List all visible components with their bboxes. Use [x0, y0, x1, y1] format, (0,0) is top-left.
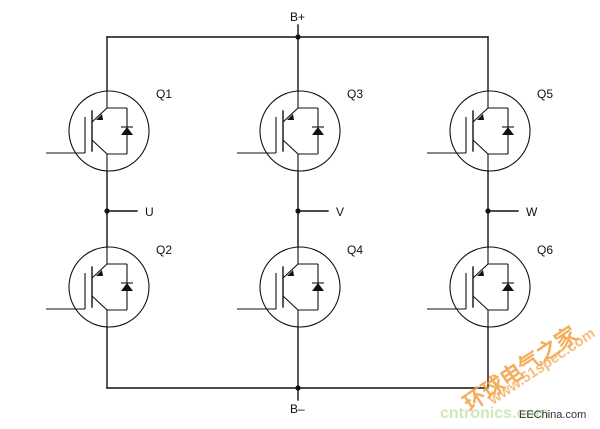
igbt-arrow [287, 114, 294, 120]
diode-triangle [121, 127, 133, 135]
igbt-label: Q3 [347, 87, 363, 101]
igbt-q2: Q2 [46, 243, 172, 328]
igbt-body-circle [68, 90, 150, 172]
negative-rail-label: B– [290, 402, 305, 416]
igbt-arrow [477, 270, 484, 276]
igbt-label: Q5 [537, 87, 553, 101]
igbt-emitter [91, 295, 108, 311]
igbt-q6: Q6 [427, 243, 553, 328]
igbt-emitter [472, 295, 489, 311]
igbt-body-circle [449, 90, 531, 172]
igbt-collector [472, 107, 489, 123]
watermark-eechina: EEChina.com [519, 409, 586, 421]
igbt-body-circle [68, 246, 150, 328]
igbt-body-circle [449, 246, 531, 328]
igbt-label: Q1 [156, 87, 172, 101]
igbt-q3: Q3 [237, 87, 363, 172]
diode-triangle [502, 127, 514, 135]
igbt-label: Q2 [156, 243, 172, 257]
igbt-body-circle [259, 90, 341, 172]
igbt-emitter [282, 139, 299, 155]
phase-label: V [336, 205, 344, 219]
watermark-cntronics: cntronics.com [440, 405, 549, 422]
igbt-arrow [96, 114, 103, 120]
phase-label: W [526, 205, 538, 219]
igbt-collector [282, 107, 299, 123]
phase-label: U [145, 205, 154, 219]
igbt-emitter [282, 295, 299, 311]
igbt-q1: Q1 [46, 87, 172, 172]
diode-triangle [312, 127, 324, 135]
igbt-arrow [287, 270, 294, 276]
igbt-collector [91, 107, 108, 123]
diode-triangle [312, 283, 324, 291]
igbt-collector [91, 263, 108, 279]
igbt-q4: Q4 [237, 243, 363, 328]
svg-text:环球电气之家: 环球电气之家 [459, 321, 584, 417]
diode-triangle [121, 283, 133, 291]
igbt-collector [472, 263, 489, 279]
igbt-emitter [472, 139, 489, 155]
igbt-body-circle [259, 246, 341, 328]
igbt-emitter [91, 139, 108, 155]
diode-triangle [502, 283, 514, 291]
igbt-arrow [477, 114, 484, 120]
igbt-q5: Q5 [427, 87, 553, 172]
igbt-label: Q6 [537, 243, 553, 257]
igbt-label: Q4 [347, 243, 363, 257]
positive-rail-label: B+ [290, 10, 305, 24]
igbt-collector [282, 263, 299, 279]
igbt-arrow [96, 270, 103, 276]
watermark-cn: 环球电气之家 [459, 321, 584, 417]
